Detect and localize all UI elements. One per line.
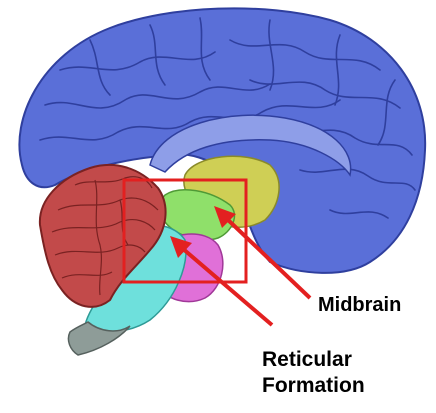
- spinal-cord: [67, 321, 131, 356]
- cerebrum-sulci: [39, 17, 416, 219]
- highlight-box: [122, 178, 248, 284]
- cerebellum-folia: [51, 176, 159, 296]
- reticular-formation-arrow: [170, 236, 274, 327]
- reticular-formation-label-line2: Formation: [262, 374, 365, 397]
- midbrain-label: Midbrain: [318, 294, 401, 316]
- cerebellum-shape: [38, 163, 167, 308]
- cerebrum: [18, 7, 427, 274]
- midbrain-arrow: [214, 206, 312, 300]
- corpus-callosum: [149, 114, 352, 177]
- cerebellum: [38, 163, 167, 308]
- reticular-formation-label-line1: Reticular: [262, 348, 352, 371]
